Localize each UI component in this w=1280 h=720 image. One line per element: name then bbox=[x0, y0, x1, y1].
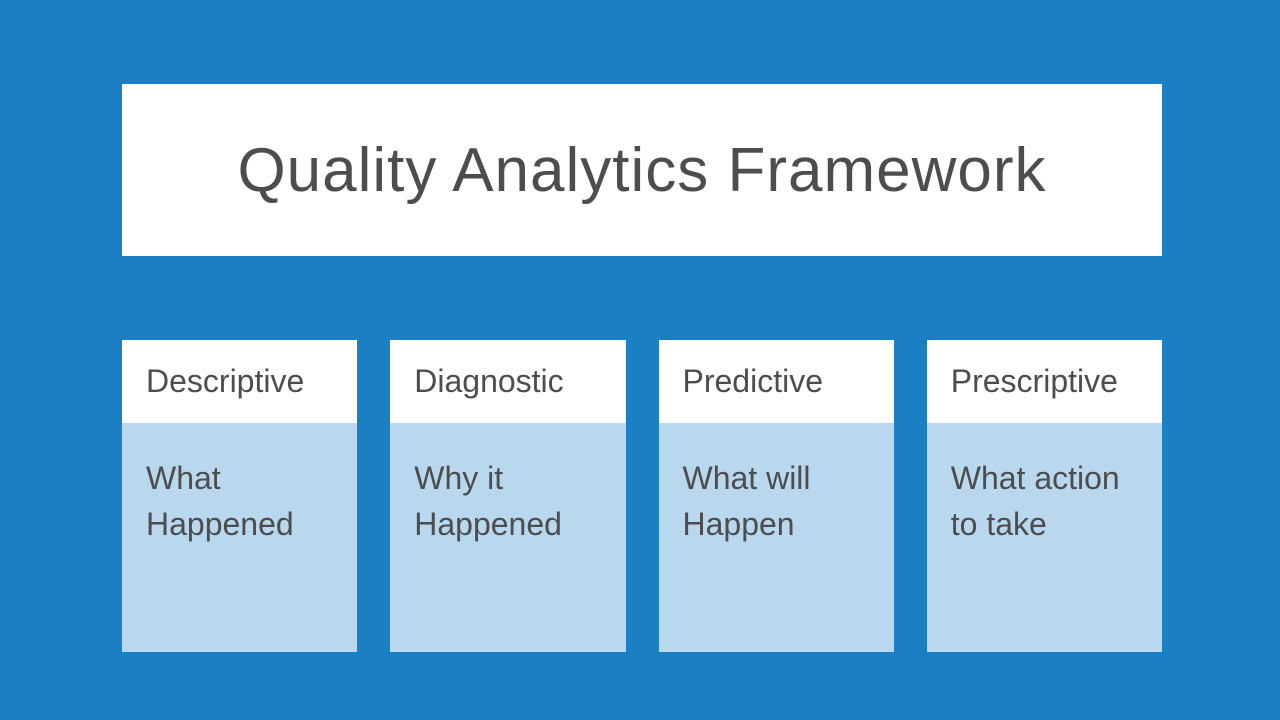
column-header-diagnostic: Diagnostic bbox=[390, 340, 626, 423]
column-descriptive: Descriptive What Happened bbox=[122, 340, 358, 652]
column-body-descriptive: What Happened bbox=[122, 423, 358, 652]
column-predictive: Predictive What will Happen bbox=[658, 340, 894, 652]
column-diagnostic: Diagnostic Why it Happened bbox=[390, 340, 626, 652]
column-body-diagnostic: Why it Happened bbox=[390, 423, 626, 652]
analytics-columns: Descriptive What Happened Diagnostic Why… bbox=[122, 340, 1162, 652]
column-header-descriptive: Descriptive bbox=[122, 340, 358, 423]
title-box: Quality Analytics Framework bbox=[122, 84, 1162, 256]
column-body-predictive: What will Happen bbox=[658, 423, 894, 652]
column-header-predictive: Predictive bbox=[658, 340, 894, 423]
column-header-prescriptive: Prescriptive bbox=[926, 340, 1162, 423]
slide-title: Quality Analytics Framework bbox=[237, 135, 1047, 205]
column-prescriptive: Prescriptive What action to take bbox=[926, 340, 1162, 652]
column-body-prescriptive: What action to take bbox=[926, 423, 1162, 652]
